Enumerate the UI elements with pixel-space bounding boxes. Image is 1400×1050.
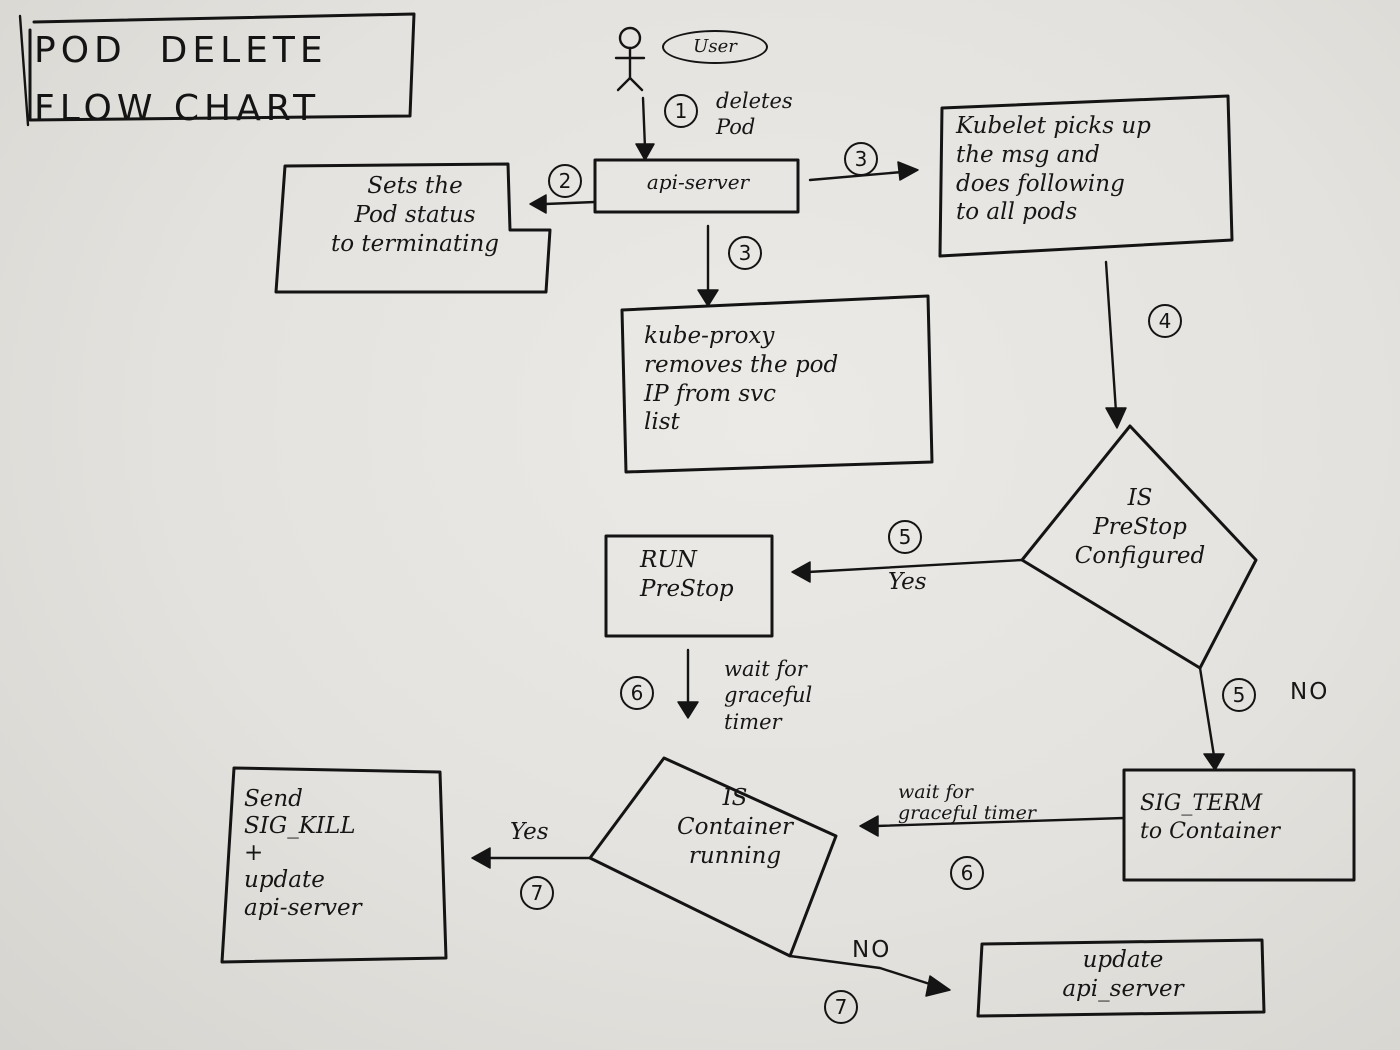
step-marker-5: 5	[1222, 678, 1256, 712]
set-status-box	[274, 162, 552, 294]
edge-api-kubelet	[808, 170, 904, 182]
step-marker-6: 6	[620, 676, 654, 710]
kube-proxy-box	[620, 294, 934, 474]
kubelet-label: Kubelet picks up the msg and does follow…	[956, 113, 1151, 226]
update-api-server-label: update api_server	[1062, 947, 1184, 1002]
step-marker-4: 4	[1148, 304, 1182, 338]
step-marker-1: 1	[664, 94, 698, 128]
run-prestop-box	[604, 534, 774, 638]
arrowhead	[1203, 753, 1225, 771]
arrowhead	[1105, 407, 1127, 429]
set-status-label: Sets the Pod status to terminating	[330, 173, 500, 257]
is-container-running-label: IS Container running	[677, 785, 793, 869]
send-sigkill-label: Send SIG_KILL + update api-server	[244, 786, 362, 921]
step-marker-6: 6	[950, 856, 984, 890]
edge-label-wait-graceful-timer: wait for graceful timer	[898, 781, 1036, 824]
arrowhead	[697, 289, 719, 307]
title-frame	[28, 12, 416, 122]
title-frame-tick	[18, 14, 30, 127]
edge-api-setstatus	[543, 200, 597, 206]
arrowhead	[897, 161, 919, 181]
arrowhead	[529, 194, 547, 214]
title-line-1: POD DELETE	[34, 30, 328, 71]
edge-prestop-no	[1198, 666, 1216, 758]
run-prestop-label: RUN PreStop	[640, 547, 734, 602]
kube-proxy-label: kube-proxy removes the pod IP from svc l…	[644, 323, 839, 436]
edge-label-no-prestop: NO	[1290, 679, 1330, 705]
edge-kubelet-prestop	[1104, 260, 1118, 414]
step-marker-7: 7	[520, 876, 554, 910]
edge-label-deletes-pod: deletes Pod	[716, 89, 793, 140]
arrowhead	[925, 975, 951, 997]
page-title: POD DELETE FLOW CHART	[34, 22, 414, 138]
step-marker-5: 5	[888, 520, 922, 554]
arrowhead	[635, 143, 655, 161]
update-api-server-box	[976, 938, 1266, 1018]
kubelet-box	[938, 94, 1234, 258]
edge-user-api	[641, 96, 647, 150]
edge-prestop-yes	[806, 558, 1024, 574]
arrowhead	[859, 815, 879, 837]
edge-label-wait-graceful: wait for graceful timer	[724, 657, 813, 734]
api-server-box	[593, 158, 800, 214]
sig-term-box	[1122, 768, 1356, 882]
arrowhead	[471, 847, 491, 869]
api-server-label: api-server	[646, 170, 750, 194]
arrowhead	[677, 701, 699, 719]
step-marker-3: 3	[844, 142, 878, 176]
is-prestop-label: IS PreStop Configured	[1074, 485, 1206, 569]
edge-label-yes-prestop: Yes	[888, 569, 927, 595]
send-sigkill-box	[220, 766, 448, 964]
edge-label-no-running: NO	[852, 937, 892, 963]
user-label: User	[662, 30, 768, 64]
step-marker-2: 2	[548, 164, 582, 198]
user-icon	[614, 26, 646, 92]
title-line-2: FLOW CHART	[34, 88, 321, 129]
edge-sigterm-running	[874, 816, 1126, 828]
step-marker-3: 3	[728, 236, 762, 270]
step-marker-7: 7	[824, 990, 858, 1024]
edge-running-no	[788, 954, 938, 988]
edge-label-yes-running: Yes	[510, 819, 549, 845]
arrowhead	[791, 561, 811, 583]
sig-term-label: SIG_TERM to Container	[1140, 791, 1281, 844]
